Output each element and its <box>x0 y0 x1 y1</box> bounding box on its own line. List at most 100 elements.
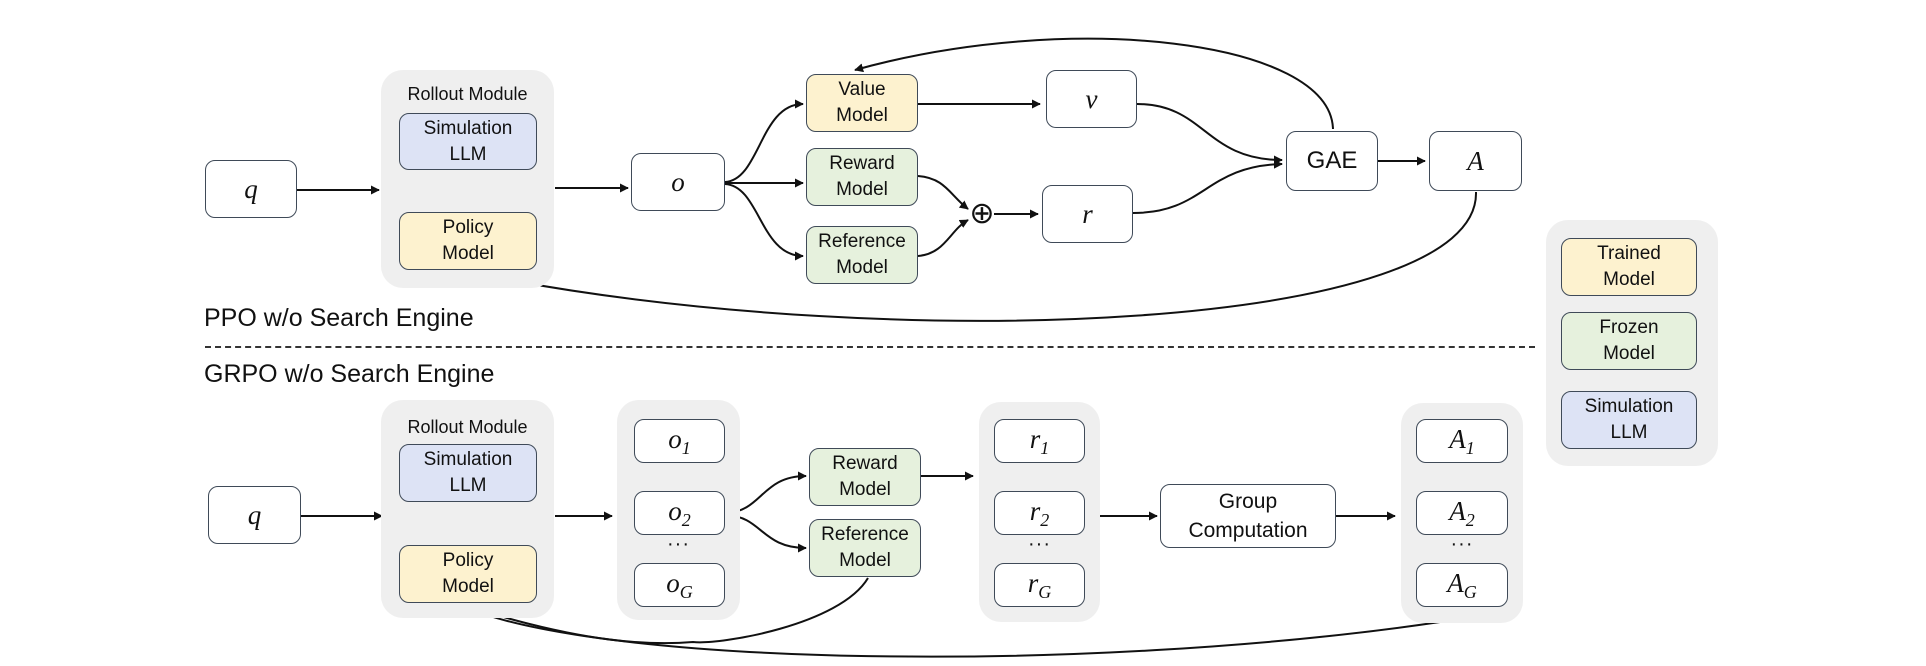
grpo-query-node: q <box>208 486 301 544</box>
arrow-reference-to-sum <box>917 219 969 257</box>
arrow-r-to-gae <box>1132 159 1283 214</box>
arrow-gae-to-value-loop <box>854 37 1334 130</box>
grpo-simulation-llm-line1: Simulation <box>423 449 513 470</box>
grpo-output-2-symbol: o <box>668 495 682 526</box>
ppo-output-node: o <box>631 153 725 211</box>
arrow-o-to-value <box>724 99 804 183</box>
grpo-simulation-llm-line2: LLM <box>449 475 487 496</box>
ppo-section-title: PPO w/o Search Engine <box>204 304 474 332</box>
arrow-a-to-policy-loop <box>492 191 1478 322</box>
arrow-o-to-reference <box>724 183 804 261</box>
grpo-reward-g-symbol: r <box>1027 567 1039 598</box>
ppo-query-label: q <box>244 173 258 204</box>
grpo-reward-model-line2: Model <box>839 479 891 500</box>
grpo-reward-model-line1: Reward <box>832 453 898 474</box>
grpo-advantage-g-label: AG <box>1447 568 1477 603</box>
section-divider <box>205 346 1535 348</box>
grpo-reference-model-line1: Reference <box>821 524 909 545</box>
grpo-reward-1-label: r1 <box>1030 424 1050 459</box>
grpo-reward-2-label: r2 <box>1030 496 1050 531</box>
ppo-advantage-label: A <box>1467 145 1484 176</box>
grpo-group-computation-line1: Group <box>1218 490 1278 513</box>
ppo-policy-model-line1: Policy <box>442 217 494 238</box>
grpo-reward-1-symbol: r <box>1029 423 1041 454</box>
grpo-advantage-1-label: A1 <box>1449 424 1475 459</box>
grpo-output-1: o1 <box>634 419 725 463</box>
arrow-grpo-reference-to-policy-loop <box>466 577 869 645</box>
grpo-advantage-g: AG <box>1416 563 1508 607</box>
ppo-reference-model-line2: Model <box>836 257 888 278</box>
grpo-policy-model-line1: Policy <box>442 550 494 571</box>
grpo-rollout-title: Rollout Module <box>407 417 528 437</box>
ppo-reward-model-line1: Reward <box>829 153 895 174</box>
ppo-gae-label: GAE <box>1306 147 1358 174</box>
grpo-reward-1: r1 <box>994 419 1085 463</box>
ppo-simulation-llm-line2: LLM <box>449 143 487 165</box>
ppo-advantage-node: A <box>1429 131 1522 191</box>
grpo-advantage-2-label: A2 <box>1449 496 1475 531</box>
ppo-simulation-llm-line1: Simulation <box>423 117 513 139</box>
legend-trained-line1: Trained <box>1597 243 1661 264</box>
grpo-reward-g-label: rG <box>1028 568 1052 603</box>
arrow-reward-to-sum <box>917 175 969 210</box>
grpo-advantage-2-subscript: 2 <box>1465 509 1475 530</box>
ppo-rollout-title: Rollout Module <box>407 84 528 104</box>
grpo-output-1-subscript: 1 <box>681 437 691 458</box>
grpo-output-2-subscript: 2 <box>681 509 691 530</box>
grpo-reward-g-subscript: G <box>1038 581 1052 602</box>
legend-trained-line2: Model <box>1603 269 1655 290</box>
ppo-value-model-line1: Value <box>838 79 886 100</box>
grpo-advantage-1-subscript: 1 <box>1465 437 1475 458</box>
grpo-output-g-subscript: G <box>679 581 693 602</box>
grpo-policy-model-line2: Model <box>442 576 494 597</box>
grpo-advantage-g-subscript: G <box>1463 581 1477 602</box>
grpo-advantage-1-symbol: A <box>1449 423 1466 454</box>
ppo-query-node: q <box>205 160 297 218</box>
grpo-outputs-ellipsis: ··· <box>667 533 690 555</box>
grpo-advantage-2: A2 <box>1416 491 1508 535</box>
grpo-output-g: oG <box>634 563 725 607</box>
grpo-output-2: o2 <box>634 491 725 535</box>
legend-simulation-line2: LLM <box>1610 422 1648 443</box>
arrow-v-to-gae <box>1136 103 1283 165</box>
legend-frozen-line1: Frozen <box>1599 317 1659 338</box>
ppo-reward-label: r <box>1082 198 1093 229</box>
grpo-output-1-label: o1 <box>668 424 691 459</box>
grpo-output-g-label: oG <box>666 568 693 603</box>
grpo-group-computation-line2: Computation <box>1188 519 1308 542</box>
grpo-section-title: GRPO w/o Search Engine <box>204 360 495 388</box>
arrow-grpo-a-to-policy-loop <box>464 606 1441 658</box>
grpo-output-1-symbol: o <box>668 423 682 454</box>
ppo-gae-node: GAE <box>1286 131 1378 191</box>
ppo-reward-node: r <box>1042 185 1133 243</box>
grpo-reward-2: r2 <box>994 491 1085 535</box>
legend-simulation-line1: Simulation <box>1584 396 1674 417</box>
grpo-reward-1-subscript: 1 <box>1040 437 1050 458</box>
grpo-advantages-ellipsis: ··· <box>1450 533 1474 555</box>
grpo-query-label: q <box>247 499 262 530</box>
ppo-value-label: v <box>1085 83 1098 114</box>
grpo-reward-2-subscript: 2 <box>1040 509 1050 530</box>
ppo-reward-model-line2: Model <box>836 179 888 200</box>
legend-frozen-line2: Model <box>1603 343 1655 364</box>
ppo-value-node: v <box>1046 70 1137 128</box>
grpo-advantage-1: A1 <box>1416 419 1508 463</box>
ppo-sum-symbol: ⊕ <box>969 196 995 231</box>
grpo-advantage-g-symbol: A <box>1447 567 1464 598</box>
grpo-reward-g: rG <box>994 563 1085 607</box>
